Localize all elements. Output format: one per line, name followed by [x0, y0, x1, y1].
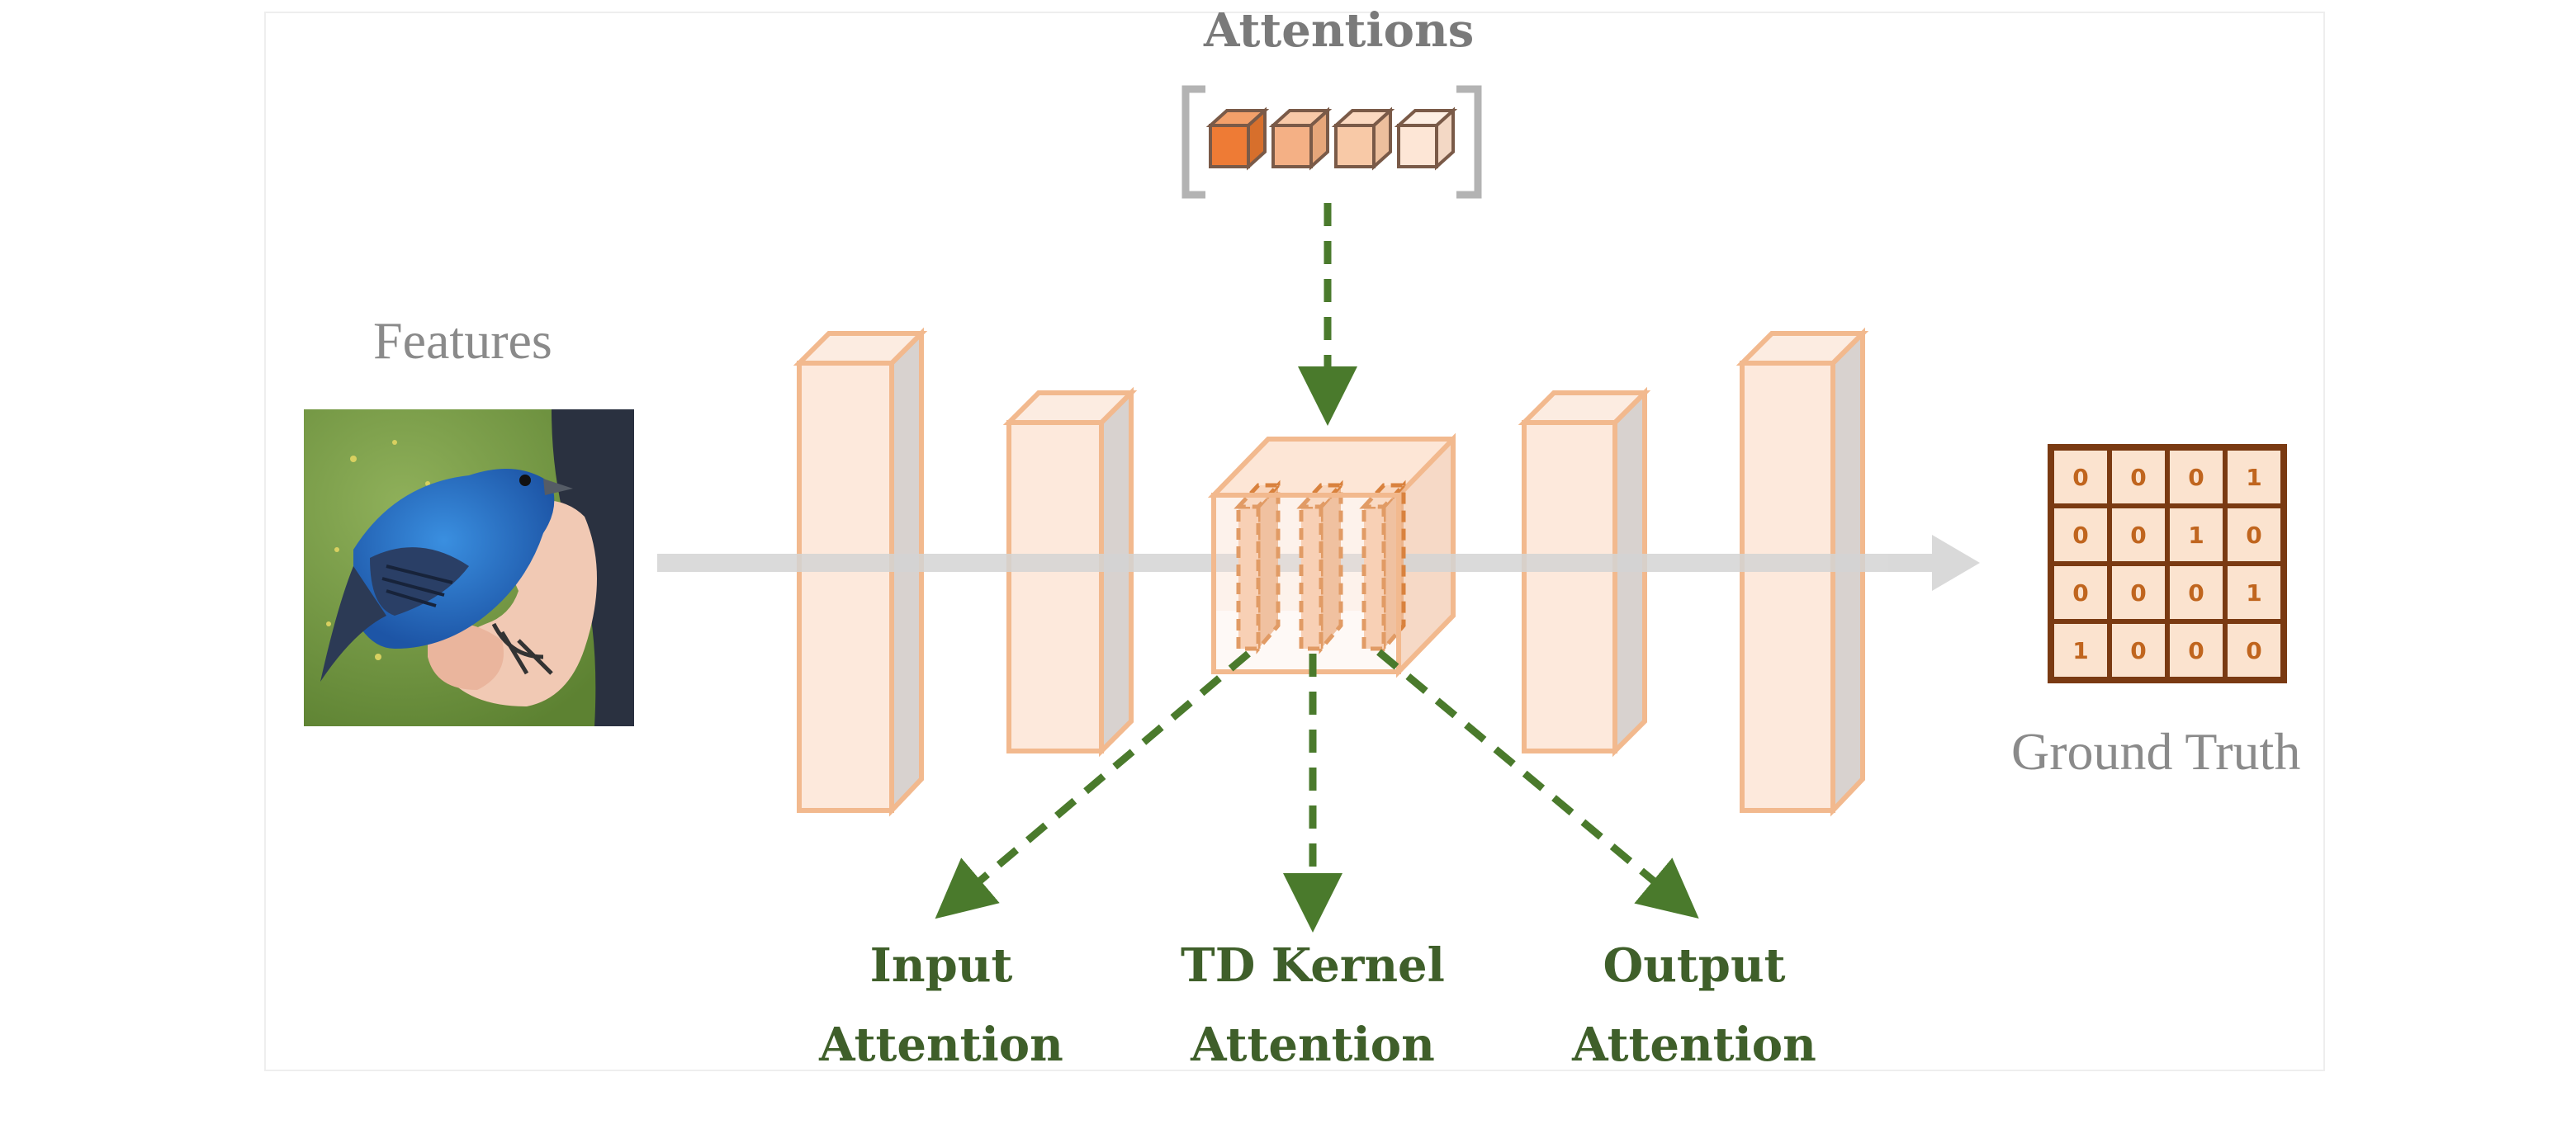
- attention-cube-4: [1394, 106, 1458, 171]
- ground-truth-label: Ground Truth: [2011, 722, 2301, 781]
- left-bracket: [1181, 85, 1205, 199]
- matrix-cell: 1: [2052, 621, 2110, 679]
- output-attention-line1: Output: [1603, 938, 1786, 993]
- input-attention-label: Input Attention: [776, 926, 1106, 1084]
- flow-arrow: [657, 535, 1980, 591]
- matrix-cell: 1: [2225, 448, 2283, 506]
- matrix-cell: 1: [2167, 506, 2225, 564]
- input-attention-line1: Input: [869, 938, 1013, 993]
- input-attention-arrow: [935, 650, 1251, 919]
- matrix-cell: 0: [2225, 621, 2283, 679]
- attentions-label: Attentions: [1204, 3, 1475, 58]
- input-attention-line2: Attention: [819, 1018, 1063, 1072]
- matrix-cell: 0: [2110, 564, 2167, 621]
- matrix-cell: 0: [2225, 506, 2283, 564]
- matrix-cell: 0: [2110, 506, 2167, 564]
- matrix-cell: 0: [2167, 564, 2225, 621]
- feature-block-2: [1002, 386, 1138, 758]
- matrix-cell: 0: [2052, 448, 2110, 506]
- bird-image: [304, 409, 634, 726]
- kernel-attention-line1: TD Kernel: [1181, 938, 1445, 993]
- output-attention-line2: Attention: [1572, 1018, 1816, 1072]
- feature-block-3: [1518, 386, 1651, 758]
- kernel-slice-1: [1234, 479, 1283, 654]
- matrix-cell: 0: [2167, 621, 2225, 679]
- kernel-attention-label: TD Kernel Attention: [1148, 926, 1478, 1084]
- feature-block-4: [1735, 327, 1869, 817]
- output-attention-label: Output Attention: [1529, 926, 1859, 1084]
- matrix-cell: 0: [2110, 448, 2167, 506]
- matrix-cell: 1: [2225, 564, 2283, 621]
- matrix-cell: 0: [2167, 448, 2225, 506]
- diagram-frame: [264, 12, 2325, 1071]
- blue-bird-photo: [304, 409, 634, 726]
- attention-cubes-group: [1181, 85, 1482, 199]
- matrix-cell: 0: [2110, 621, 2167, 679]
- attention-cube-1: [1205, 106, 1270, 171]
- td-kernel-cube-front: [1211, 493, 1401, 674]
- kernel-attention-line2: Attention: [1191, 1018, 1435, 1072]
- matrix-cell: 0: [2052, 564, 2110, 621]
- kernel-slice-2: [1296, 479, 1346, 654]
- attention-cube-2: [1268, 106, 1333, 171]
- attention-cube-3: [1331, 106, 1395, 171]
- features-label: Features: [373, 311, 552, 370]
- right-bracket: [1456, 85, 1482, 199]
- output-attention-arrow: [1376, 649, 1699, 919]
- matrix-cell: 0: [2052, 506, 2110, 564]
